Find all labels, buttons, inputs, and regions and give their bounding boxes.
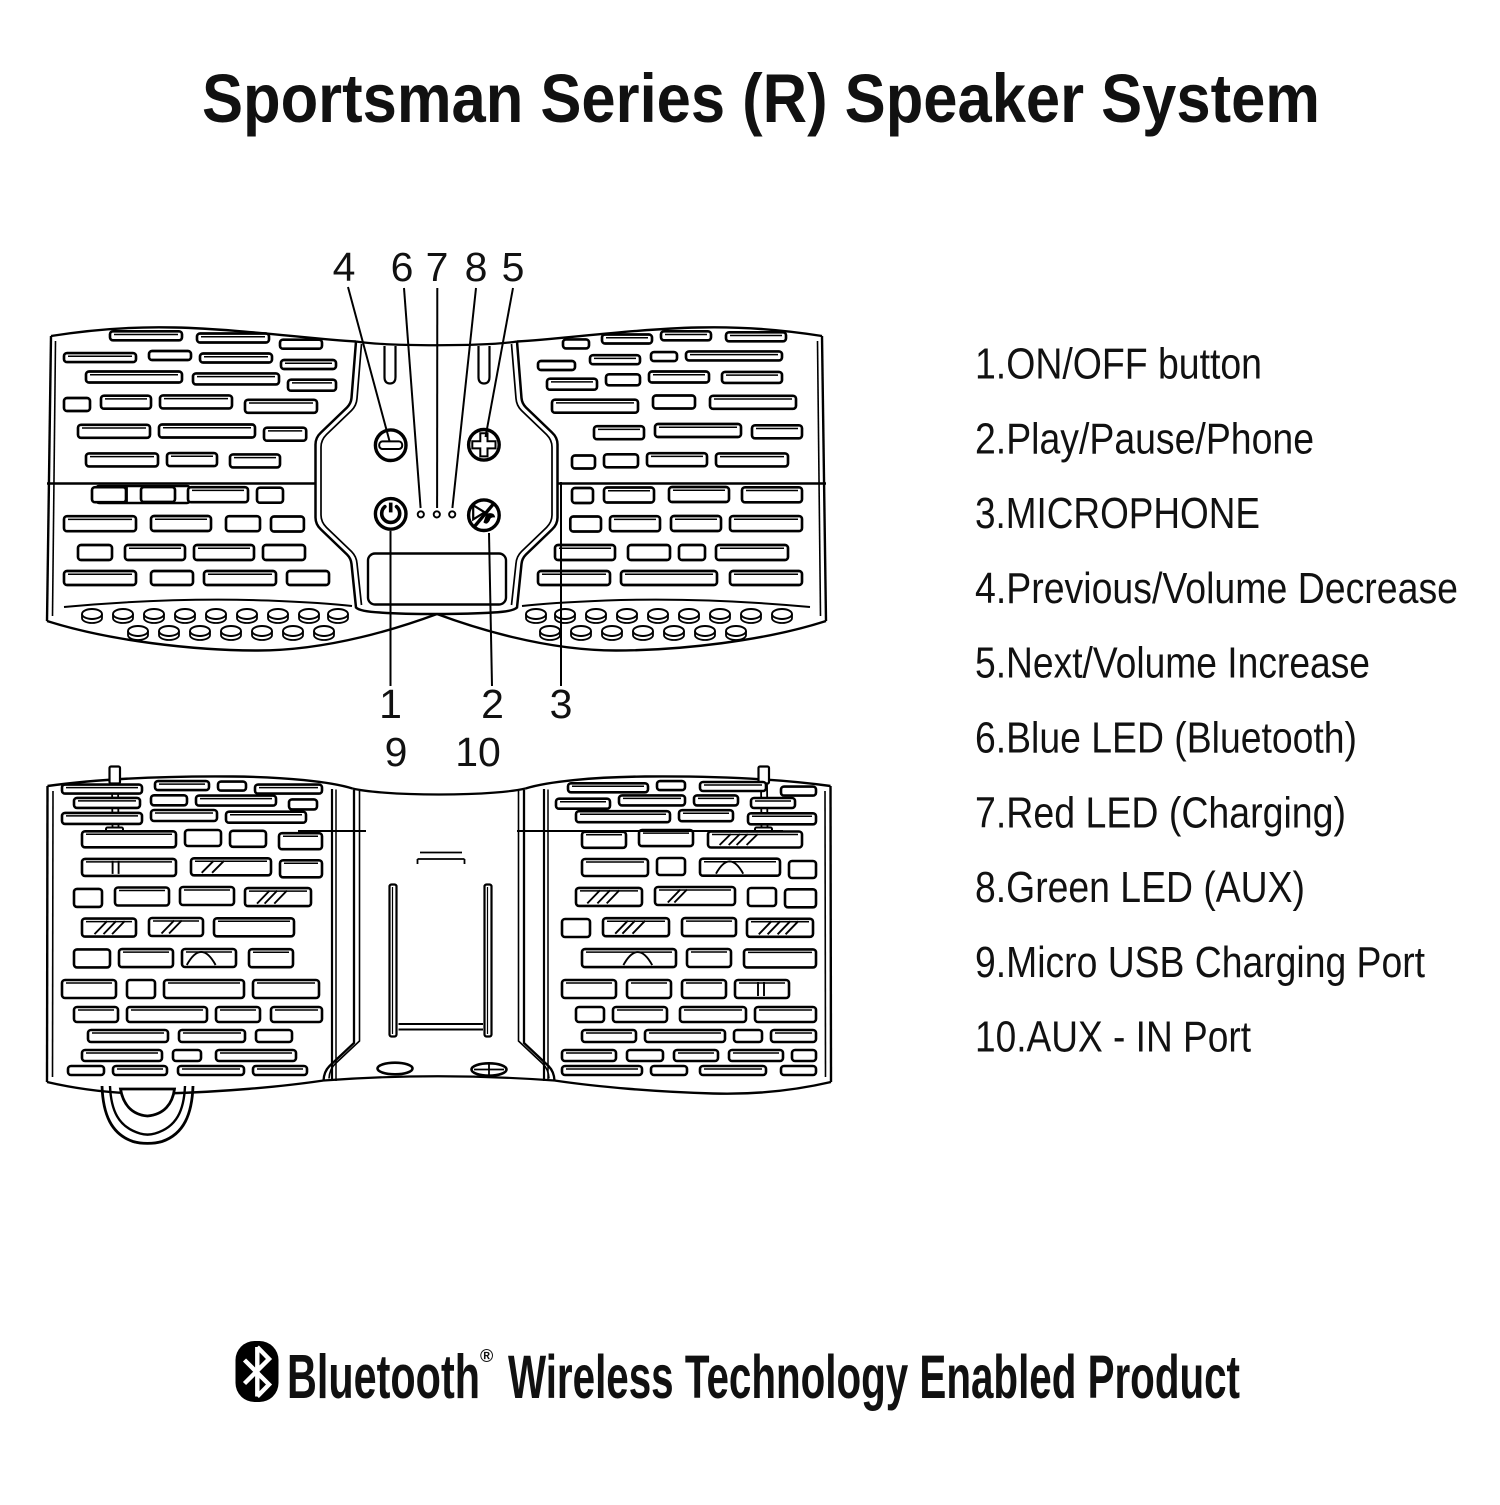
svg-text:3.MICROPHONE: 3.MICROPHONE bbox=[975, 489, 1260, 538]
svg-text:Bluetooth: Bluetooth bbox=[287, 1343, 480, 1412]
svg-text:Sportsman Series (R) Speaker S: Sportsman Series (R) Speaker System bbox=[202, 60, 1320, 137]
svg-text:2: 2 bbox=[481, 681, 504, 727]
svg-text:Wireless Technology Enabled Pr: Wireless Technology Enabled Product bbox=[508, 1343, 1240, 1411]
svg-text:9.Micro USB Charging Port: 9.Micro USB Charging Port bbox=[975, 938, 1425, 987]
svg-text:10: 10 bbox=[455, 729, 501, 775]
svg-text:4.Previous/Volume Decrease: 4.Previous/Volume Decrease bbox=[975, 564, 1458, 613]
svg-text:1.ON/OFF button: 1.ON/OFF button bbox=[975, 340, 1262, 389]
svg-text:6: 6 bbox=[391, 244, 414, 290]
svg-text:8.Green LED (AUX): 8.Green LED (AUX) bbox=[975, 863, 1305, 912]
svg-text:3: 3 bbox=[550, 681, 573, 727]
svg-text:4: 4 bbox=[333, 244, 356, 290]
svg-text:1: 1 bbox=[379, 681, 402, 727]
svg-text:2.Play/Pause/Phone: 2.Play/Pause/Phone bbox=[975, 414, 1314, 463]
svg-text:7.Red LED (Charging): 7.Red LED (Charging) bbox=[975, 788, 1346, 837]
svg-text:9: 9 bbox=[385, 729, 408, 775]
svg-text:®: ® bbox=[480, 1346, 493, 1366]
svg-text:10.AUX - IN Port: 10.AUX - IN Port bbox=[975, 1013, 1251, 1062]
svg-text:6.Blue LED (Bluetooth): 6.Blue LED (Bluetooth) bbox=[975, 714, 1357, 763]
svg-text:5: 5 bbox=[502, 244, 525, 290]
svg-text:8: 8 bbox=[465, 244, 488, 290]
svg-text:7: 7 bbox=[426, 244, 449, 290]
svg-text:5.Next/Volume Increase: 5.Next/Volume Increase bbox=[975, 639, 1370, 688]
